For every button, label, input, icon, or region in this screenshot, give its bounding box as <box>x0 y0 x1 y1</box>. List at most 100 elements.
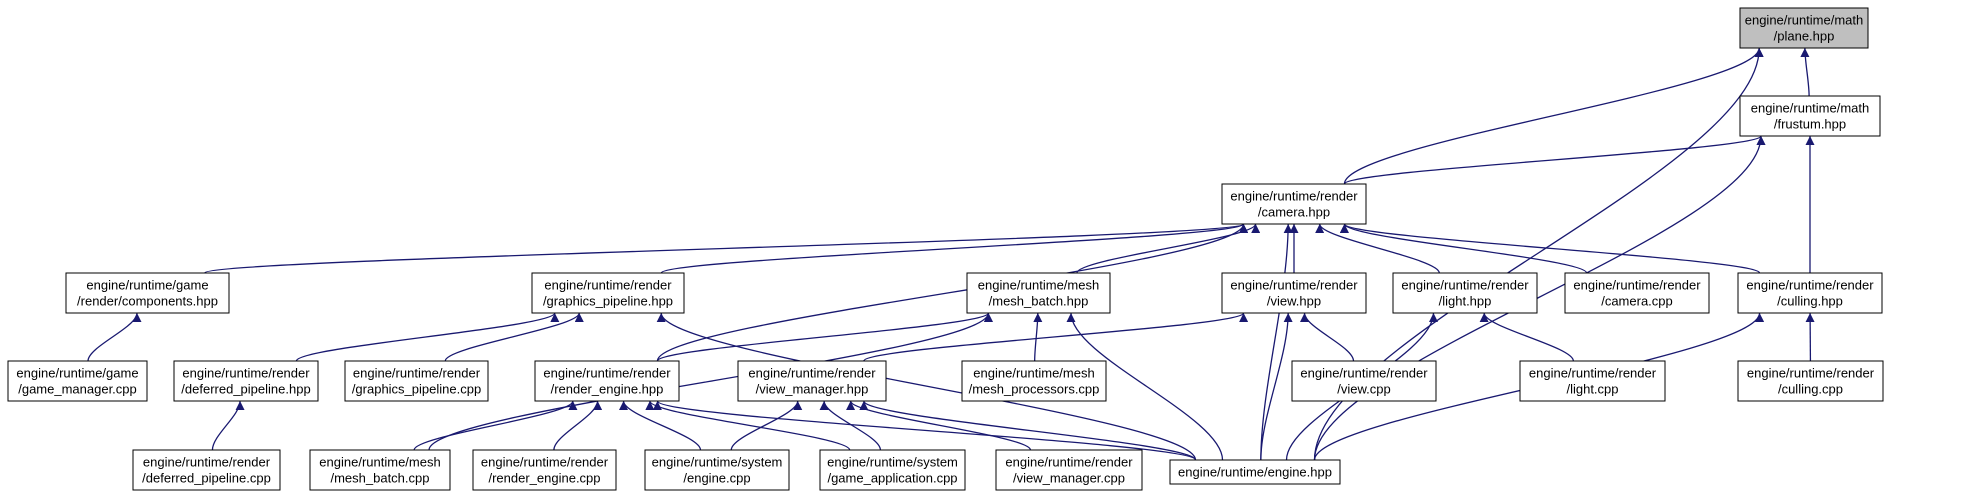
edge-render-engine-hpp-to-camera-hpp <box>656 223 1248 362</box>
node-label-line: engine/runtime/render <box>481 455 609 470</box>
node-label-line: /render_engine.cpp <box>488 471 600 486</box>
node-deferred-pipeline-hpp[interactable]: engine/runtime/render/deferred_pipeline.… <box>173 360 319 402</box>
node-light-hpp[interactable]: engine/runtime/render/light.hpp <box>1392 272 1538 314</box>
edge-line <box>645 400 851 451</box>
node-view-hpp[interactable]: engine/runtime/render/view.hpp <box>1221 272 1367 314</box>
node-label-line: engine/runtime/game <box>86 278 208 293</box>
node-label-line: engine/runtime/render <box>748 366 876 381</box>
node-view-manager-cpp[interactable]: engine/runtime/render/view_manager.cpp <box>995 449 1143 491</box>
node-label-line: /view.cpp <box>1337 382 1390 397</box>
edge-engine-hpp-to-view-hpp <box>1260 312 1293 461</box>
node-graphics-pipeline-cpp[interactable]: engine/runtime/render/graphics_pipeline.… <box>344 360 489 402</box>
edge-view-cpp-to-view-hpp <box>1300 312 1355 362</box>
edge-engine-hpp-to-plane <box>1313 47 1764 461</box>
edge-game-application-to-view-manager-hpp <box>819 400 882 451</box>
edge-light-hpp-to-camera-hpp <box>1315 223 1440 274</box>
node-render-engine-hpp[interactable]: engine/runtime/render/render_engine.hpp <box>534 360 680 402</box>
node-frustum[interactable]: engine/runtime/math/frustum.hpp <box>1739 95 1881 137</box>
node-label-line: /view_manager.hpp <box>756 382 869 397</box>
node-label-line: engine/runtime/mesh <box>978 278 1099 293</box>
node-label-line: engine/runtime/render <box>1529 366 1657 381</box>
node-box <box>531 272 685 314</box>
edge-line <box>656 312 993 362</box>
node-box <box>309 449 451 491</box>
node-view-cpp[interactable]: engine/runtime/render/view.cpp <box>1291 360 1437 402</box>
edge-engine-hpp-to-render-engine-hpp <box>653 400 1197 461</box>
edge-camera-cpp-to-camera-hpp <box>1340 223 1588 274</box>
node-mesh-batch-cpp[interactable]: engine/runtime/mesh/mesh_batch.cpp <box>309 449 451 491</box>
node-box <box>534 360 680 402</box>
node-label-line: engine/runtime/render <box>1401 278 1529 293</box>
node-label-line: /plane.hpp <box>1774 29 1835 44</box>
edge-render-engine-cpp-to-render-engine-hpp <box>553 400 603 451</box>
node-mesh-batch-hpp[interactable]: engine/runtime/mesh/mesh_batch.hpp <box>966 272 1111 314</box>
node-render-engine-cpp[interactable]: engine/runtime/render/render_engine.cpp <box>472 449 617 491</box>
node-plane[interactable]: engine/runtime/math/plane.hpp <box>1739 7 1869 49</box>
node-graphics-pipeline-hpp[interactable]: engine/runtime/render/graphics_pipeline.… <box>531 272 685 314</box>
node-engine-cpp[interactable]: engine/runtime/system/engine.cpp <box>644 449 790 491</box>
node-label-line: engine/runtime/engine.hpp <box>1178 465 1332 480</box>
node-label-line: /engine.cpp <box>683 471 750 486</box>
node-label-line: engine/runtime/render <box>1230 278 1358 293</box>
node-label-line: engine/runtime/render <box>543 366 671 381</box>
node-deferred-pipeline-cpp[interactable]: engine/runtime/render/deferred_pipeline.… <box>132 449 281 491</box>
node-light-cpp[interactable]: engine/runtime/render/light.cpp <box>1519 360 1666 402</box>
node-label-line: /deferred_pipeline.cpp <box>142 471 271 486</box>
edge-engine-cpp-to-render-engine-hpp <box>619 400 702 451</box>
node-culling-cpp[interactable]: engine/runtime/render/culling.cpp <box>1737 360 1884 402</box>
node-label-line: engine/runtime/math <box>1751 101 1870 116</box>
edge-line <box>1479 312 1575 362</box>
edge-line <box>1260 223 1293 461</box>
edge-line <box>1343 135 1766 185</box>
edge-line <box>1340 223 1761 274</box>
node-game-manager[interactable]: engine/runtime/game/game_manager.cpp <box>7 360 148 402</box>
node-components[interactable]: engine/runtime/game/render/components.hp… <box>65 272 230 314</box>
node-box <box>961 360 1107 402</box>
node-label-line: engine/runtime/math <box>1745 13 1864 28</box>
node-label-line: /culling.hpp <box>1777 294 1843 309</box>
node-box <box>737 360 887 402</box>
edge-engine-hpp-to-mesh-batch-hpp <box>1066 312 1224 461</box>
node-label-line: /render_engine.hpp <box>551 382 664 397</box>
node-label-line: engine/runtime/mesh <box>319 455 440 470</box>
node-label-line: /graphics_pipeline.hpp <box>543 294 673 309</box>
node-box <box>1291 360 1437 402</box>
edge-line <box>653 400 1197 461</box>
edge-line <box>1260 312 1293 461</box>
node-label-line: engine/runtime/render <box>182 366 310 381</box>
edge-mesh-batch-cpp-to-mesh-batch-hpp <box>428 312 993 451</box>
edge-line <box>203 223 1248 274</box>
node-game-application[interactable]: engine/runtime/system/game_application.c… <box>819 449 966 491</box>
edge-line <box>846 400 1032 451</box>
node-label-line: /mesh_batch.cpp <box>330 471 429 486</box>
edge-line <box>413 400 578 451</box>
edge-line <box>444 312 584 362</box>
edge-line <box>619 400 702 451</box>
node-box <box>344 360 489 402</box>
node-box <box>966 272 1111 314</box>
node-box <box>1221 183 1367 225</box>
node-label-line: engine/runtime/render <box>1005 455 1133 470</box>
edge-deferred-pipeline-hpp-to-graphics-pipeline-hpp <box>295 312 560 362</box>
node-view-manager-hpp[interactable]: engine/runtime/render/view_manager.hpp <box>737 360 887 402</box>
node-layer: engine/runtime/math/plane.hppengine/runt… <box>7 7 1884 491</box>
node-label-line: /mesh_processors.cpp <box>969 382 1100 397</box>
node-mesh-processors[interactable]: engine/runtime/mesh/mesh_processors.cpp <box>961 360 1107 402</box>
node-label-line: /camera.cpp <box>1601 294 1673 309</box>
node-box <box>1221 272 1367 314</box>
edge-culling-hpp-to-camera-hpp <box>1340 223 1761 274</box>
node-label-line: engine/runtime/system <box>652 455 783 470</box>
node-box <box>472 449 617 491</box>
node-engine-hpp[interactable]: engine/runtime/engine.hpp <box>1169 459 1341 485</box>
node-label-line: engine/runtime/mesh <box>973 366 1094 381</box>
edge-line <box>656 223 1248 362</box>
node-box <box>819 449 966 491</box>
node-box <box>173 360 319 402</box>
edge-line <box>819 400 882 451</box>
node-culling-hpp[interactable]: engine/runtime/render/culling.hpp <box>1737 272 1883 314</box>
node-camera-cpp[interactable]: engine/runtime/render/camera.cpp <box>1564 272 1710 314</box>
edge-line <box>859 400 1197 461</box>
node-box <box>1564 272 1710 314</box>
edge-line <box>1076 223 1261 274</box>
node-camera-hpp[interactable]: engine/runtime/render/camera.hpp <box>1221 183 1367 225</box>
